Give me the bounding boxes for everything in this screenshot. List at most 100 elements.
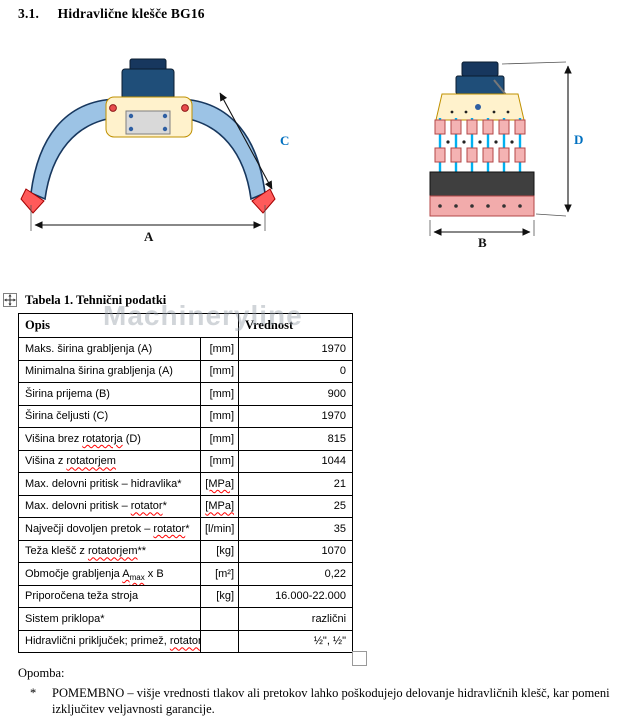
spec-label-cell: Širina prijema (B) bbox=[18, 382, 201, 406]
rotator-cap-side bbox=[461, 61, 499, 77]
spec-row: Širina prijema (B)[mm]900 bbox=[18, 382, 354, 406]
spec-row: Sistem priklopa* različni bbox=[18, 607, 354, 631]
bottom-band bbox=[429, 195, 535, 217]
spec-label-cell: Hidravlični priključek; primež, rotator bbox=[18, 629, 201, 653]
dimension-a-label: A bbox=[144, 229, 154, 244]
spec-unit-cell bbox=[199, 629, 240, 653]
dimension-c: C bbox=[219, 92, 289, 190]
col-header-opis: Opis bbox=[17, 313, 240, 338]
spec-row: Širina čeljusti (C)[mm]1970 bbox=[18, 404, 354, 428]
spec-unit-cell: [kg] bbox=[199, 539, 240, 563]
spec-value-cell: različni bbox=[238, 607, 354, 631]
spec-row: Višina z rotatorjem[mm]1044 bbox=[18, 449, 354, 473]
dimension-b: B bbox=[429, 220, 535, 250]
figure-side-view: D B bbox=[429, 61, 583, 250]
note-item: * POMEMBNO – višje vrednosti tlakov ali … bbox=[30, 685, 618, 718]
spec-label-cell: Max. delovni pritisk – hidravlika* bbox=[18, 472, 201, 496]
spec-label-cell: Teža klešč z rotatorjem** bbox=[18, 539, 201, 563]
spec-unit-cell: [mm] bbox=[199, 359, 240, 383]
spec-unit-cell bbox=[199, 607, 240, 631]
spec-row: Priporočena teža stroja[kg]16.000-22.000 bbox=[18, 584, 354, 608]
spec-row: Višina brez rotatorja (D)[mm]815 bbox=[18, 427, 354, 451]
dimension-a: A bbox=[30, 205, 266, 244]
right-pivot bbox=[181, 104, 189, 112]
spec-table: Opis Vrednost Maks. širina grabljenja (A… bbox=[17, 313, 354, 653]
body-side-bolt bbox=[475, 104, 481, 110]
spec-row: Teža klešč z rotatorjem**[kg]1070 bbox=[18, 539, 354, 563]
empty-checkbox bbox=[352, 651, 367, 666]
spec-label-cell: Širina čeljusti (C) bbox=[18, 404, 201, 428]
spec-unit-cell: [MPa] bbox=[199, 494, 240, 518]
mid-dots bbox=[446, 140, 514, 144]
spec-label-cell: Max. delovni pritisk – rotator* bbox=[18, 494, 201, 518]
col-header-vrednost: Vrednost bbox=[238, 313, 354, 338]
spec-label-cell: Minimalna širina grabljenja (A) bbox=[18, 359, 201, 383]
spec-label-cell: Sistem priklopa* bbox=[18, 607, 201, 631]
dimension-b-label: B bbox=[478, 235, 487, 250]
table-caption: Tabela 1. Tehnični podatki bbox=[25, 292, 167, 307]
header-row: Opis Vrednost bbox=[17, 313, 354, 338]
spec-row: Največji dovoljen pretok – rotator*[l/mi… bbox=[18, 517, 354, 541]
section-number: 3.1. bbox=[18, 6, 40, 21]
spec-value-cell: 1970 bbox=[238, 337, 354, 361]
right-tooth bbox=[251, 188, 276, 214]
left-pivot bbox=[109, 104, 117, 112]
spec-value-cell: 815 bbox=[238, 427, 354, 451]
spec-unit-cell: [kg] bbox=[199, 584, 240, 608]
table-caption-row: Tabela 1. Tehnični podatki bbox=[3, 292, 166, 308]
spec-value-cell: 25 bbox=[238, 494, 354, 518]
dimension-d: D bbox=[501, 61, 583, 217]
dimension-c-line bbox=[219, 92, 273, 190]
spec-label-cell: Priporočena teža stroja bbox=[18, 584, 201, 608]
spec-unit-cell: [mm] bbox=[199, 337, 240, 361]
spec-row: Max. delovni pritisk – hidravlika*[MPa]2… bbox=[18, 472, 354, 496]
spec-row: Max. delovni pritisk – rotator*[MPa]25 bbox=[18, 494, 354, 518]
body-side-dots bbox=[450, 110, 510, 114]
spec-label-cell: Višina z rotatorjem bbox=[18, 449, 201, 473]
spec-value-cell: 0 bbox=[238, 359, 354, 383]
spec-value-cell: 1044 bbox=[238, 449, 354, 473]
body-plate bbox=[125, 110, 171, 135]
note-text: POMEMBNO – višje vrednosti tlakov ali pr… bbox=[52, 686, 610, 717]
bottom-band-dots bbox=[438, 204, 522, 208]
connector-row-top bbox=[434, 119, 526, 135]
spec-label-cell: Višina brez rotatorja (D) bbox=[18, 427, 201, 451]
spec-unit-cell: [mm] bbox=[199, 404, 240, 428]
rotator-block bbox=[121, 68, 175, 100]
dimension-d-label: D bbox=[574, 132, 583, 147]
figure-front-view: A C bbox=[20, 58, 289, 244]
spec-value-cell: 0,22 bbox=[238, 562, 354, 586]
dark-band bbox=[429, 171, 535, 197]
spec-unit-cell: [mm] bbox=[199, 382, 240, 406]
spec-value-cell: 35 bbox=[238, 517, 354, 541]
table-move-handle-icon[interactable] bbox=[3, 293, 17, 307]
spec-row: Minimalna širina grabljenja (A)[mm]0 bbox=[18, 359, 354, 383]
page-title: 3.1. Hidravlične klešče BG16 bbox=[18, 6, 205, 22]
spec-row: Hidravlični priključek; primež, rotator ½… bbox=[18, 629, 354, 653]
notes-heading: Opomba: bbox=[18, 666, 65, 680]
spec-value-cell: 900 bbox=[238, 382, 354, 406]
figures-row: A C bbox=[0, 50, 632, 302]
spec-value-cell: 16.000-22.000 bbox=[238, 584, 354, 608]
left-tooth bbox=[20, 188, 45, 214]
spec-value-cell: ½", ½" bbox=[238, 629, 354, 653]
spec-unit-cell: [m²] bbox=[199, 562, 240, 586]
section-title-text: Hidravlične klešče BG16 bbox=[57, 6, 205, 21]
dimension-c-label: C bbox=[280, 133, 289, 148]
spec-unit-cell: [mm] bbox=[199, 449, 240, 473]
spec-label-cell: Maks. širina grabljenja (A) bbox=[18, 337, 201, 361]
spec-label-cell: Največji dovoljen pretok – rotator* bbox=[18, 517, 201, 541]
spec-value-cell: 1070 bbox=[238, 539, 354, 563]
spec-unit-cell: [l/min] bbox=[199, 517, 240, 541]
spec-unit-cell: [mm] bbox=[199, 427, 240, 451]
spec-row: Maks. širina grabljenja (A)[mm]1970 bbox=[18, 337, 354, 361]
spec-value-cell: 1970 bbox=[238, 404, 354, 428]
spec-unit-cell: [MPa] bbox=[199, 472, 240, 496]
note-marker: * bbox=[30, 686, 37, 700]
spec-value-cell: 21 bbox=[238, 472, 354, 496]
connector-row-mid bbox=[434, 147, 526, 163]
spec-label-cell: Območje grabljenja Amax x B bbox=[18, 562, 201, 586]
body-bolts bbox=[128, 113, 168, 132]
